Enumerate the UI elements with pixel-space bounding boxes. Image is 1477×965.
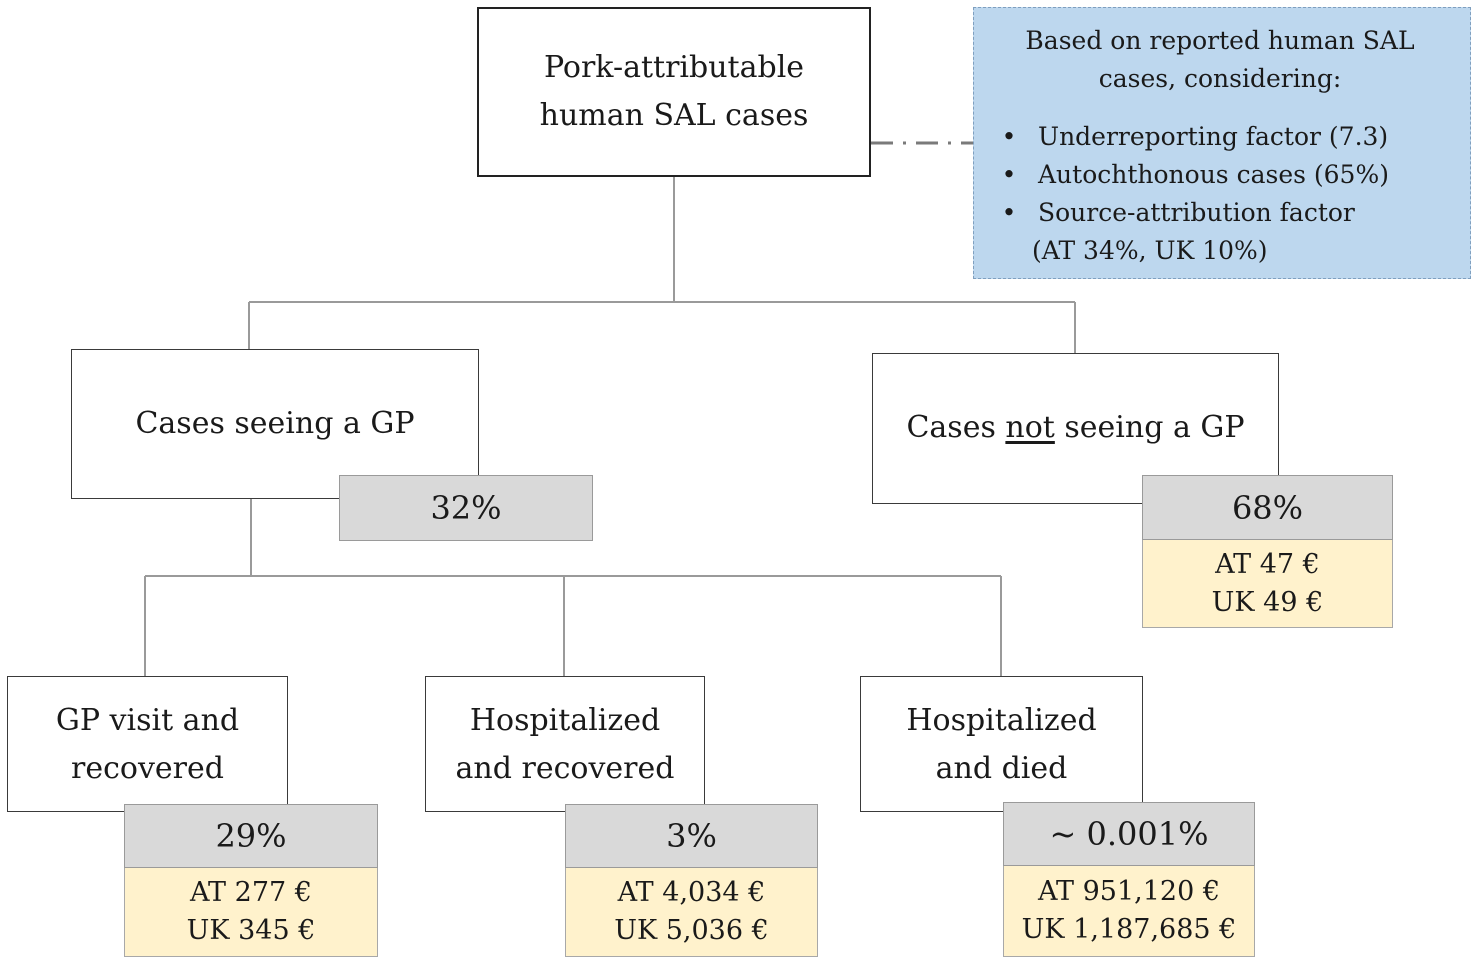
bullet-icon: • bbox=[1001, 122, 1017, 151]
outcome-gp-recovered-node: GP visit and recovered bbox=[7, 676, 288, 812]
bullet-icon: • bbox=[1001, 160, 1017, 189]
note-list: • Underreporting factor (7.3) • Autochth… bbox=[994, 118, 1446, 270]
note-item: • Underreporting factor (7.3) bbox=[994, 118, 1446, 156]
gp-node: Cases seeing a GP bbox=[71, 349, 479, 499]
bullet-icon: • bbox=[1001, 198, 1017, 227]
outcome-hosp-recovered-cost: AT 4,034 € UK 5,036 € bbox=[565, 868, 818, 957]
root-label-line2: human SAL cases bbox=[539, 98, 809, 133]
outcome-hosp-died-node: Hospitalized and died bbox=[860, 676, 1143, 812]
gp-label: Cases seeing a GP bbox=[135, 406, 415, 441]
note-header: Based on reported human SAL cases, consi… bbox=[1025, 26, 1415, 93]
no-gp-percent: 68% bbox=[1142, 475, 1393, 540]
outcome-hosp-recovered-percent: 3% bbox=[565, 804, 818, 868]
gp-percent: 32% bbox=[339, 475, 593, 541]
outcome-hosp-recovered-node: Hospitalized and recovered bbox=[425, 676, 705, 812]
note-item: • Autochthonous cases (65%) bbox=[994, 156, 1446, 194]
root-node: Pork-attributable human SAL cases bbox=[477, 7, 871, 177]
no-gp-cost: AT 47 € UK 49 € bbox=[1142, 540, 1393, 628]
outcome-hosp-died-percent: ~ 0.001% bbox=[1003, 802, 1255, 866]
no-gp-node: Cases not seeing a GP bbox=[872, 353, 1279, 504]
no-gp-label: Cases not seeing a GP bbox=[906, 410, 1245, 445]
note-item: • Source-attribution factor (AT 34%, UK … bbox=[994, 194, 1446, 270]
outcome-gp-recovered-percent: 29% bbox=[124, 804, 378, 868]
no-gp-cost-uk: UK 49 € bbox=[1211, 586, 1324, 618]
no-gp-cost-at: AT 47 € bbox=[1215, 548, 1320, 580]
root-label-line1: Pork-attributable bbox=[543, 50, 805, 85]
outcome-gp-recovered-cost: AT 277 € UK 345 € bbox=[124, 868, 378, 957]
outcome-hosp-died-cost: AT 951,120 € UK 1,187,685 € bbox=[1003, 866, 1255, 957]
note-item-continuation: (AT 34%, UK 10%) bbox=[1032, 236, 1268, 265]
assumptions-note: Based on reported human SAL cases, consi… bbox=[973, 7, 1471, 279]
